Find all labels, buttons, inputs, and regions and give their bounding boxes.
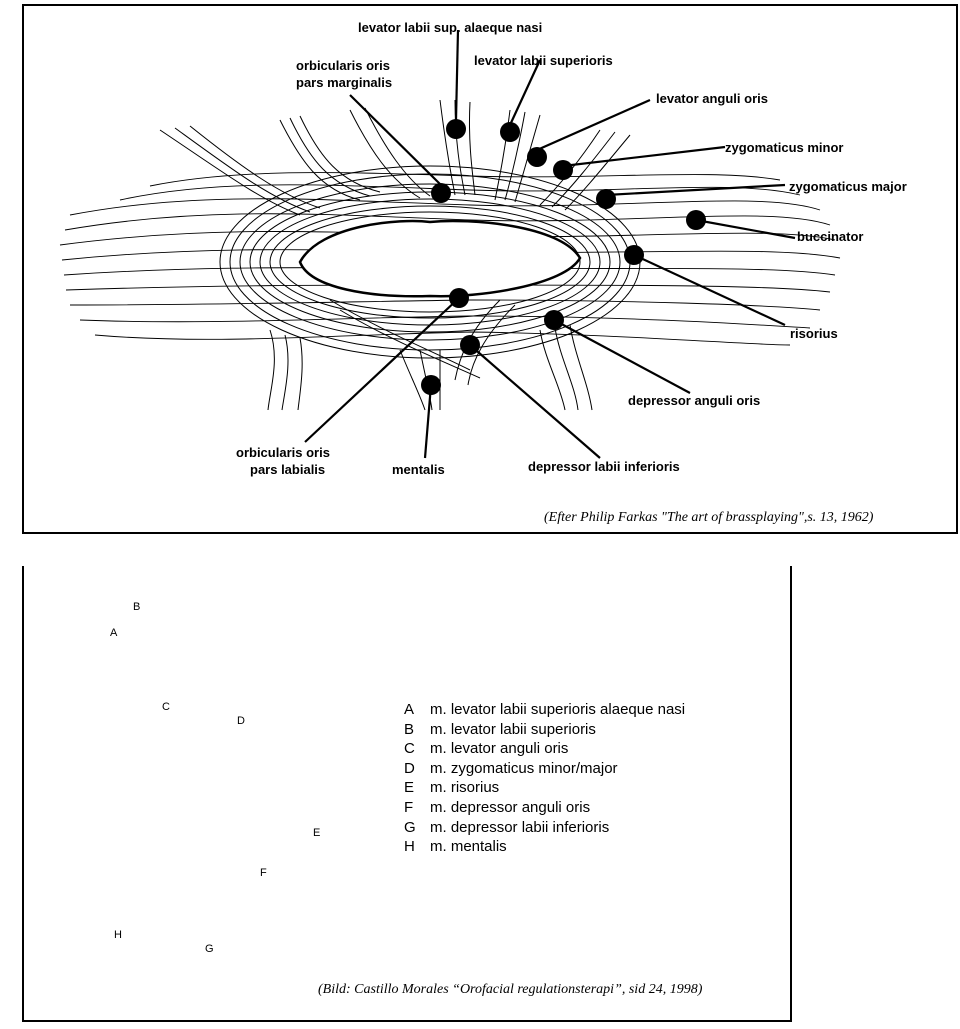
- legend-text: m. risorius: [430, 779, 500, 797]
- legend-text: m. mentalis: [430, 838, 507, 856]
- label-levator-alaeque: levator labii sup. alaeque nasi: [358, 20, 543, 35]
- label-levator-superioris: levator labii superioris: [474, 53, 613, 68]
- label-zygomaticus-major: zygomaticus major: [789, 179, 907, 194]
- legend-key: D: [404, 759, 415, 777]
- label-zygomaticus-minor: zygomaticus minor: [725, 140, 844, 155]
- label-levator-anguli: levator anguli oris: [656, 91, 768, 106]
- lower-strands: [267, 299, 593, 411]
- legend-key: G: [404, 818, 416, 836]
- arrow-letter-a: A: [110, 627, 118, 639]
- marker-levator-sup: [500, 122, 520, 142]
- legend-text: m. levator labii superioris: [430, 720, 596, 738]
- legend-text: m. depressor labii inferioris: [430, 818, 610, 836]
- arrow-letter-b: B: [133, 601, 141, 613]
- marker-zygomaticus-minor: [553, 160, 573, 180]
- legend-text: m. depressor anguli oris: [430, 798, 591, 816]
- legend-text: m. zygomaticus minor/major: [430, 759, 618, 777]
- label-depressor-anguli: depressor anguli oris: [628, 393, 761, 408]
- label-orbicularis-marginalis-2: pars marginalis: [296, 75, 393, 90]
- legend-key: B: [404, 720, 415, 738]
- label-orbicularis-labialis-2: pars labialis: [250, 462, 326, 477]
- legend-text: m. levator anguli oris: [430, 740, 569, 758]
- direction-diagram-panel: [22, 566, 792, 1022]
- legend-key: C: [404, 740, 415, 758]
- arrow-letter-d: D: [237, 715, 245, 727]
- label-risorius: risorius: [790, 326, 838, 341]
- arrow-letter-g: G: [205, 943, 214, 955]
- arrow-letter-f: F: [260, 867, 267, 879]
- legend-text: m. levator labii superioris alaeque nasi: [430, 701, 686, 718]
- marker-zygomaticus-major: [596, 189, 616, 209]
- label-mentalis: mentalis: [392, 462, 445, 477]
- arrow-letter-c: C: [162, 701, 170, 713]
- label-buccinator: buccinator: [797, 229, 864, 244]
- mouth-opening: [298, 219, 582, 298]
- marker-levator-anguli: [527, 147, 547, 167]
- marker-levator-alaeque: [446, 119, 466, 139]
- label-orbicularis-labialis-1: orbicularis oris: [236, 445, 330, 460]
- top-citation: (Efter Philip Farkas "The art of brasspl…: [544, 510, 874, 525]
- marker-orbicularis-marginalis: [431, 183, 451, 203]
- label-depressor-labii: depressor labii inferioris: [528, 459, 680, 474]
- arrow-letter-h: H: [114, 929, 122, 941]
- bottom-citation: (Bild: Castillo Morales “Orofacial regul…: [318, 982, 703, 997]
- leader-lines: [304, 29, 796, 459]
- legend-key: H: [404, 838, 415, 856]
- upper-strands: [159, 99, 631, 216]
- arrow-letter-e: E: [313, 827, 321, 839]
- legend-key: E: [404, 779, 415, 797]
- label-orbicularis-marginalis-1: orbicularis oris: [296, 58, 390, 73]
- legend-key: F: [404, 798, 414, 816]
- legend-key: A: [404, 701, 415, 718]
